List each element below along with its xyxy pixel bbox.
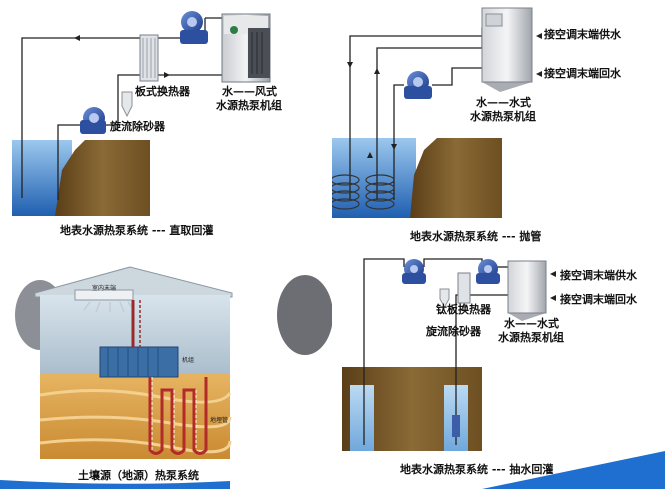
- unit-label-line1: 水——水式: [504, 317, 559, 330]
- water-body: [332, 138, 416, 218]
- coil-icon: [365, 174, 395, 210]
- sand-separator-icon: [439, 288, 450, 309]
- soil-bank: [410, 138, 502, 218]
- throw-pipe-diagram: [332, 7, 542, 218]
- water-water-unit-icon: [507, 260, 547, 321]
- plate-exchanger-icon: [139, 34, 159, 82]
- water-water-unit-icon: [481, 7, 533, 92]
- pump-recharge-diagram: [342, 258, 665, 489]
- unit-label-line2: 水源热泵机组: [498, 331, 564, 344]
- water-air-unit-icon: [221, 13, 271, 83]
- ti-plate-exchanger-icon: [457, 272, 471, 304]
- soil-bank: [55, 140, 150, 216]
- arrow-icon: [74, 35, 80, 41]
- ground-loop-icon: [148, 377, 208, 455]
- pump-icon: [476, 259, 500, 284]
- supply-label: 接空调末端供水: [544, 28, 621, 41]
- supply-label: 接空调末端供水: [560, 269, 637, 282]
- direct-recharge-diagram: [12, 11, 271, 216]
- return-label: 接空调末端回水: [560, 293, 637, 306]
- arrow-icon: [374, 68, 380, 74]
- panel-throw-pipe: 接空调末端供水 接空调末端回水 水——水式 水源热泵机组 地表水源热泵系统 --…: [332, 0, 665, 245]
- pump-icon: [404, 71, 432, 99]
- arrow-icon: [347, 62, 353, 68]
- sand-separator-icon: [121, 91, 133, 118]
- coil-icon: [332, 174, 360, 210]
- well-left: [350, 385, 374, 451]
- submersible-pump-icon: [452, 415, 460, 437]
- arrow-icon: [391, 144, 397, 150]
- soil-layers: [40, 373, 230, 459]
- panel-pump-recharge: 接空调末端供水 接空调末端回水 钛板换热器 旋流除砂器 水——水式 水源热泵机组…: [332, 255, 665, 489]
- caption-pump-recharge: 地表水源热泵系统 --- 抽水回灌: [400, 463, 554, 476]
- sand-separator-label: 旋流除砂器: [110, 120, 165, 133]
- arrow-icon: [164, 72, 170, 78]
- unit-label-line2: 水源热泵机组: [470, 110, 536, 123]
- indoor-terminal-icon: [74, 289, 134, 301]
- return-label: 接空调末端回水: [544, 67, 621, 80]
- unit-label-line1: 水——风式: [222, 85, 277, 98]
- caption-direct-recharge: 地表水源热泵系统 --- 直取回灌: [60, 224, 214, 237]
- ground-pipe-label: 地埋管: [210, 417, 229, 424]
- indoor-terminal-label: 室内末端: [92, 285, 117, 292]
- pump-icon: [80, 107, 106, 134]
- unit-label-line2: 水源热泵机组: [216, 99, 282, 112]
- pump-icon: [402, 259, 426, 284]
- caption-throw-pipe: 地表水源热泵系统 --- 抛管: [410, 230, 542, 243]
- ground-source-diagram: [0, 266, 332, 489]
- caption-ground-source: 土壤源（地源）热泵系统: [78, 469, 199, 482]
- panel-ground-source: 室内末端 机组 地埋管 土壤源（地源）热泵系统: [0, 255, 332, 489]
- unit-label: 机组: [182, 357, 195, 364]
- plate-exchanger-label: 板式换热器: [135, 85, 190, 98]
- ti-exchanger-label: 钛板换热器: [436, 303, 491, 316]
- arrow-icon: [367, 152, 373, 158]
- sand-separator-label: 旋流除砂器: [426, 325, 481, 338]
- pump-icon: [180, 11, 208, 44]
- panel-direct-recharge: 板式换热器 水——风式 水源热泵机组 旋流除砂器 地表水源热泵系统 --- 直取…: [0, 0, 332, 245]
- unit-label-line1: 水——水式: [476, 96, 531, 109]
- unit-icon: [99, 346, 179, 378]
